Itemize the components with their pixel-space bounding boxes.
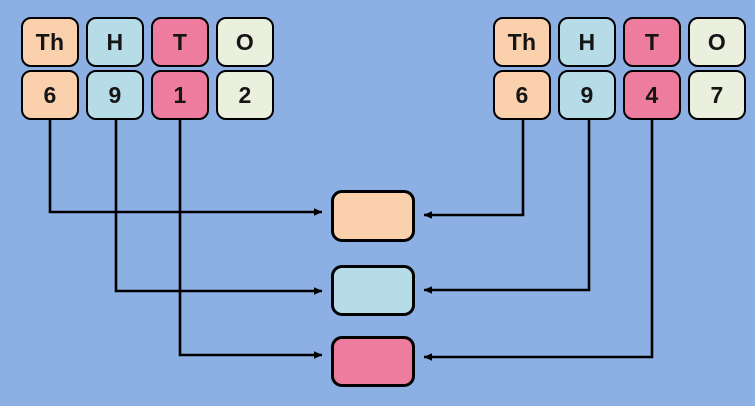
wire-right-tens — [423, 118, 654, 361]
right-header-thousands: Th — [493, 17, 551, 67]
right-digit-ones[interactable]: 7 — [688, 70, 746, 120]
wire-right-thousands — [423, 118, 525, 219]
left-digit-tens[interactable]: 1 — [151, 70, 209, 120]
right-digit-thousands[interactable]: 6 — [493, 70, 551, 120]
left-header-hundreds: H — [86, 17, 144, 67]
left-header-tens: T — [151, 17, 209, 67]
right-header-ones: O — [688, 17, 746, 67]
wire-left-thousands — [48, 118, 323, 216]
thousands-compare-box[interactable] — [331, 190, 415, 242]
wire-left-hundreds — [114, 118, 323, 295]
wire-left-tens — [178, 118, 323, 359]
tens-compare-box[interactable] — [331, 336, 415, 387]
left-digit-hundreds[interactable]: 9 — [86, 70, 144, 120]
hundreds-compare-box[interactable] — [331, 265, 415, 316]
left-header-thousands: Th — [21, 17, 79, 67]
wire-right-hundreds — [423, 118, 591, 294]
left-header-ones: O — [216, 17, 274, 67]
right-digit-hundreds[interactable]: 9 — [558, 70, 616, 120]
left-digit-ones[interactable]: 2 — [216, 70, 274, 120]
right-digit-tens[interactable]: 4 — [623, 70, 681, 120]
right-header-hundreds: H — [558, 17, 616, 67]
left-digit-thousands[interactable]: 6 — [21, 70, 79, 120]
right-header-tens: T — [623, 17, 681, 67]
